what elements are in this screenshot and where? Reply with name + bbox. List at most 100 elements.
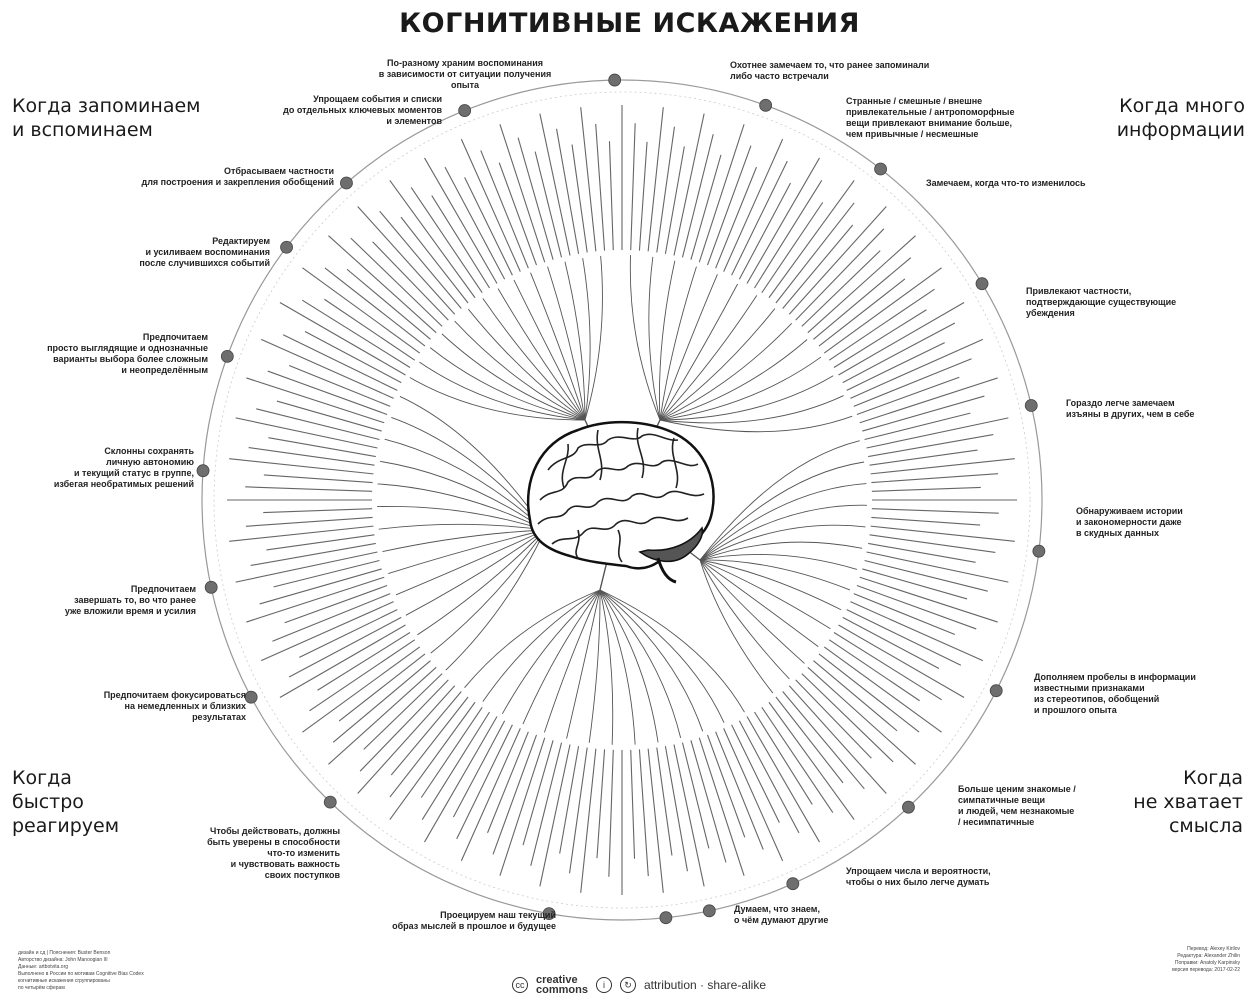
bias-tick <box>304 330 402 384</box>
group-node <box>1024 399 1038 412</box>
bias-tick <box>842 616 940 670</box>
cc-logo-text: creative commons <box>536 974 588 996</box>
bias-tick <box>359 679 449 772</box>
bias-tick <box>870 458 1015 475</box>
share-alike-icon: ↻ <box>619 977 636 993</box>
group-label-familiar-things: Больше ценим знакомые / симпатичные вещи… <box>958 784 1076 827</box>
branch-line <box>417 529 546 636</box>
branch-line <box>382 529 546 553</box>
group-label-confidence-act: Чтобы действовать, должны быть уверены в… <box>207 826 340 880</box>
bias-tick <box>818 653 920 733</box>
bias-tick <box>301 299 411 368</box>
branch-line <box>659 375 834 421</box>
bias-tick <box>245 486 373 492</box>
bias-tick <box>715 731 764 850</box>
bias-tick <box>856 376 960 416</box>
bias-tick <box>410 187 483 294</box>
branch-line <box>699 504 867 561</box>
group-label-bizarre-funny: Странные / смешные / внешне привлекатель… <box>846 96 1015 139</box>
bias-tick <box>250 542 376 567</box>
bias-tick <box>630 123 636 251</box>
bias-tick <box>656 747 673 856</box>
branch-line <box>699 541 863 561</box>
bias-tick <box>246 377 385 424</box>
bias-tick <box>871 508 999 514</box>
bias-tick <box>480 150 529 269</box>
bias-tick <box>421 711 490 821</box>
branch-line <box>430 529 546 654</box>
bias-tick <box>864 559 988 592</box>
branch-line <box>659 339 808 421</box>
branch-line <box>599 589 682 738</box>
bias-tick <box>235 417 378 449</box>
bias-tick <box>260 601 394 662</box>
bias-tick <box>871 486 981 492</box>
bias-tick <box>775 202 855 304</box>
bias-tick <box>259 568 382 605</box>
bias-tick <box>431 195 490 289</box>
bias-tick <box>499 124 546 263</box>
bias-tick <box>492 734 538 855</box>
bias-tick <box>850 338 984 399</box>
bias-tick <box>328 666 437 765</box>
branch-line <box>659 308 776 421</box>
bias-tick <box>288 616 402 678</box>
bias-tick <box>530 742 563 866</box>
branch-line <box>699 559 805 664</box>
bias-tick <box>768 701 855 820</box>
bias-tick <box>754 179 823 289</box>
bias-tick <box>870 525 1015 542</box>
bias-tick <box>746 716 820 843</box>
branch-line <box>659 395 844 424</box>
bias-tick <box>673 113 705 256</box>
group-node <box>340 176 353 190</box>
group-label-simplify-numbers: Упрощаем числа и вероятности, чтобы о ни… <box>846 866 991 887</box>
branch-line <box>599 589 704 732</box>
bias-tick <box>272 593 391 642</box>
group-node <box>759 98 773 112</box>
bias-tick <box>795 228 885 321</box>
bias-tick <box>363 673 443 750</box>
page-title: КОГНИТИВНЫЕ ИСКАЖЕНИЯ <box>399 8 860 39</box>
branch-line <box>699 554 858 570</box>
bias-tick <box>400 216 469 304</box>
branch-line <box>629 255 661 421</box>
branch-line <box>699 559 819 648</box>
bias-tick <box>853 358 972 407</box>
bias-tick <box>268 437 376 458</box>
bias-tick <box>460 138 521 272</box>
bias-tick <box>638 141 648 251</box>
bias-tick <box>846 609 962 666</box>
bias-tick <box>464 177 513 276</box>
bias-tick <box>317 632 411 691</box>
bias-tick <box>229 458 374 475</box>
branch-line <box>659 415 853 433</box>
group-label-find-patterns: Обнаруживаем истории и закономерности да… <box>1076 506 1183 538</box>
bias-tick <box>571 144 588 253</box>
bias-tick <box>833 309 927 368</box>
group-node <box>702 904 716 918</box>
branch-line <box>659 283 738 421</box>
group-node <box>196 464 210 478</box>
bias-tick <box>460 728 521 862</box>
bias-tick <box>866 417 1009 449</box>
branch-line <box>564 261 586 421</box>
bias-tick <box>864 412 971 441</box>
quadrant-label-bottom-left: Когда быстро реагируем <box>12 767 120 837</box>
branch-line <box>482 589 601 702</box>
bias-tick <box>608 749 614 877</box>
branch-line <box>658 260 676 421</box>
branch-line <box>454 320 586 421</box>
bias-tick <box>596 749 606 859</box>
quadrant-label-top-left: Когда запоминаем и вспоминаем <box>12 95 201 141</box>
branch-line <box>409 377 586 421</box>
group-label-fill-gaps: Дополняем пробелы в информации известным… <box>1034 672 1196 715</box>
group-label-project-mindset: Проецируем наш текущий образ мыслей в пр… <box>392 910 556 931</box>
bias-tick <box>647 748 664 893</box>
license-footer: cc creative commons i ↻ attribution · sh… <box>512 974 812 996</box>
group-label-sunk-cost: Предпочитаем завершать то, во что ранее … <box>64 584 196 616</box>
branch-line <box>497 288 586 421</box>
branch-line <box>584 255 603 421</box>
bias-tick <box>245 516 373 527</box>
